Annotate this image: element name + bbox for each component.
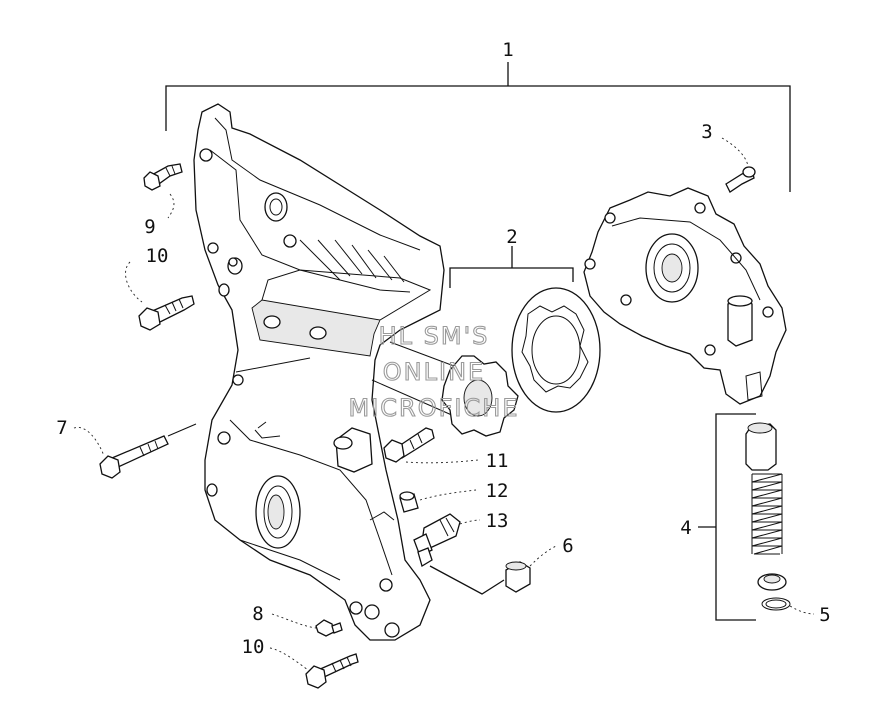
callout-9: 9 (144, 216, 155, 238)
leader-10-upper (125, 261, 143, 303)
watermark-line2: ONLINE (383, 358, 485, 386)
screw-3 (725, 166, 756, 193)
assembly-bracket-4 (698, 413, 756, 621)
watermark-line3: MICROFICHE (349, 394, 520, 422)
callout-10-lower: 10 (242, 636, 265, 658)
leader-sensor-to-6 (429, 565, 505, 595)
bolt-11 (383, 427, 435, 463)
leader-7 (73, 426, 105, 457)
bolt-10-upper (138, 295, 195, 331)
assembly-bracket-2 (449, 246, 574, 288)
pressure-sensor-13 (413, 513, 461, 567)
callout-13: 13 (486, 510, 509, 532)
callout-11: 11 (486, 450, 509, 472)
callout-2: 2 (506, 226, 517, 248)
relief-valve-seat (757, 573, 787, 591)
watermark-line1: HL SM'S (379, 322, 490, 350)
bolt-7 (99, 423, 197, 479)
leader-8 (271, 613, 317, 629)
callout-7: 7 (56, 417, 67, 439)
leader-6 (529, 545, 557, 567)
leader-11 (405, 459, 479, 464)
bolt-10-lower (305, 653, 359, 689)
callout-4: 4 (680, 517, 691, 539)
bolt-8 (315, 619, 343, 637)
callout-12: 12 (486, 480, 509, 502)
callout-1: 1 (502, 39, 513, 61)
leader-9 (167, 193, 175, 219)
relief-valve-spring (751, 473, 783, 555)
relief-valve-plunger (745, 422, 777, 471)
callout-10-upper: 10 (146, 245, 169, 267)
callout-3: 3 (701, 121, 712, 143)
timing-cover (193, 103, 445, 641)
callout-labels: 1 2 3 4 5 6 7 8 9 10 10 11 12 13 (56, 39, 830, 658)
leader-13 (459, 519, 481, 525)
bolt-9 (143, 163, 183, 191)
inner-rotor (441, 355, 519, 437)
circlip-5 (761, 597, 791, 611)
leader-5 (789, 605, 815, 615)
assembly-bracket-1 (165, 62, 791, 192)
callout-6: 6 (562, 535, 573, 557)
cap-nut-6 (505, 561, 531, 593)
oil-pump-body (583, 187, 787, 405)
callout-8: 8 (252, 603, 263, 625)
watermark: HL SM'S ONLINE MICROFICHE (348, 321, 520, 422)
leader-12 (419, 489, 477, 501)
callout-5: 5 (819, 604, 830, 626)
leader-3 (721, 137, 749, 167)
dowel-12 (399, 491, 419, 513)
outer-rotor (511, 287, 601, 413)
leader-10-lower (269, 647, 309, 671)
